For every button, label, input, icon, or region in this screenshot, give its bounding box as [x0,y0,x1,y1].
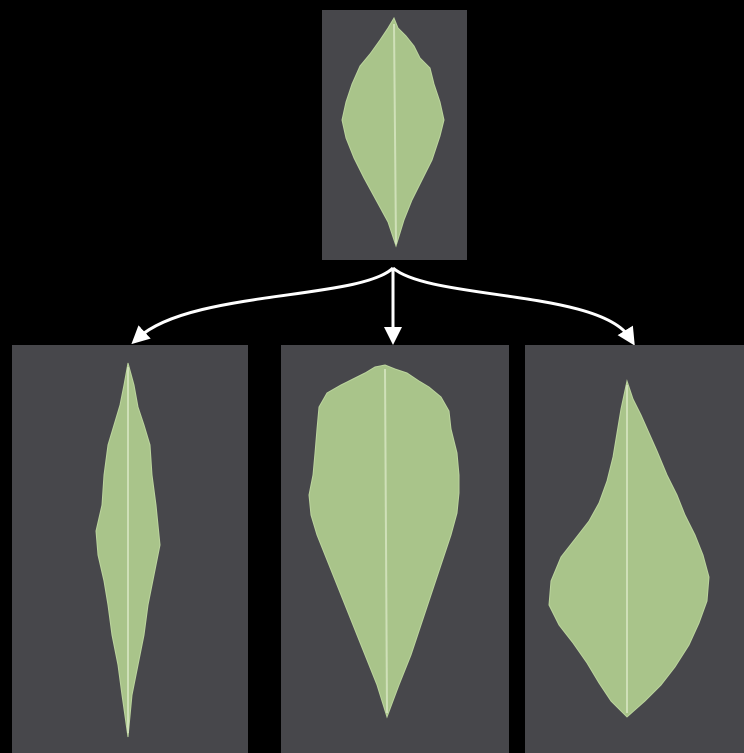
rhomboid-leaf-image [525,345,744,753]
arrow-to-left-leaf [138,268,393,338]
narrow-leaf-panel [12,345,248,753]
broad-leaf-panel [281,345,509,753]
parent-leaf-image [322,10,467,260]
parent-leaf-blade [342,18,444,246]
narrow-leaf-image [12,345,248,753]
broad-leaf-blade [309,365,459,717]
rhomboid-leaf-panel [525,345,744,753]
parent-leaf-panel [322,10,467,260]
rhomboid-leaf-blade [549,381,709,717]
broad-leaf-image [281,345,509,753]
arrow-to-right-leaf [393,268,630,338]
